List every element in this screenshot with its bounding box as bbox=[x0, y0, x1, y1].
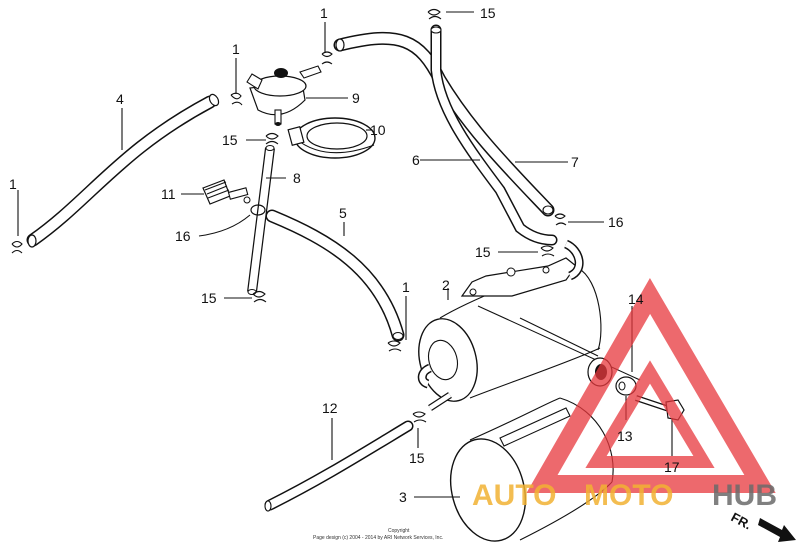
canister-part-2 bbox=[417, 239, 641, 411]
callout-16-right: 16 bbox=[608, 214, 624, 230]
copyright: Copyright Page design (c) 2004 - 2014 by… bbox=[313, 528, 443, 541]
clip-16-left bbox=[250, 204, 266, 216]
hose-part-6-7 bbox=[333, 24, 558, 246]
callout-6: 6 bbox=[412, 152, 420, 168]
clip-1-top bbox=[321, 51, 333, 65]
valve-part-9 bbox=[246, 65, 322, 126]
callout-12: 12 bbox=[322, 400, 338, 416]
callout-17: 17 bbox=[664, 459, 680, 475]
watermark-logo bbox=[526, 278, 776, 493]
callout-15-lower: 15 bbox=[201, 290, 217, 306]
clip-15-lower bbox=[252, 290, 267, 303]
watermark-hub: HUB bbox=[712, 479, 777, 512]
direction-marker: FR. bbox=[729, 509, 796, 542]
callout-8: 8 bbox=[293, 170, 301, 186]
hose-part-8 bbox=[247, 145, 275, 295]
callout-1-mid: 1 bbox=[402, 279, 410, 295]
callout-2: 2 bbox=[442, 277, 450, 293]
watermark-auto: AUTO bbox=[472, 479, 556, 512]
clip-1-top-left bbox=[230, 92, 243, 106]
watermark-moto: MOTO bbox=[584, 479, 673, 512]
callout-13: 13 bbox=[617, 428, 633, 444]
callout-5: 5 bbox=[339, 205, 347, 221]
clip-16-right bbox=[554, 213, 567, 226]
callout-15-left: 15 bbox=[222, 132, 238, 148]
hose-part-12 bbox=[264, 420, 414, 512]
fr-label: FR. bbox=[729, 509, 755, 532]
band-part-10 bbox=[287, 117, 376, 159]
clip-15-top bbox=[427, 8, 442, 20]
hose-part-5 bbox=[265, 209, 405, 342]
clip-15-right bbox=[540, 245, 555, 257]
fr-arrow-icon bbox=[758, 518, 796, 542]
callout-4: 4 bbox=[116, 91, 124, 107]
clip-15-left bbox=[265, 132, 279, 145]
clip-1-mid bbox=[387, 340, 402, 352]
leader-lines bbox=[17, 11, 673, 498]
hose-part-4 bbox=[26, 93, 220, 248]
clip-15-lower-right bbox=[412, 411, 427, 423]
callout-labels: 1 1 1 1 2 3 4 5 6 7 8 9 10 11 12 13 14 1… bbox=[9, 5, 680, 505]
callout-15-right: 15 bbox=[475, 244, 491, 260]
callout-1-left: 1 bbox=[9, 176, 17, 192]
callout-14: 14 bbox=[628, 291, 644, 307]
callout-9: 9 bbox=[352, 90, 360, 106]
fitting-part-11 bbox=[202, 179, 251, 205]
callout-1-upper: 1 bbox=[232, 41, 240, 57]
callout-15-top: 15 bbox=[480, 5, 496, 21]
callout-10: 10 bbox=[370, 122, 386, 138]
callout-11: 11 bbox=[161, 186, 176, 202]
copyright-line-1: Copyright bbox=[388, 528, 410, 534]
callout-7: 7 bbox=[571, 154, 579, 170]
copyright-line-2: Page design (c) 2004 - 2014 by ARI Netwo… bbox=[313, 535, 443, 541]
callout-16-left: 16 bbox=[175, 228, 191, 244]
clip-1-left bbox=[11, 240, 23, 254]
callout-1-top: 1 bbox=[320, 5, 328, 21]
watermark-text: AUTO MOTO HUB bbox=[472, 479, 777, 512]
callout-15-lower-right: 15 bbox=[409, 450, 425, 466]
collar-part-13 bbox=[615, 376, 637, 396]
callout-3: 3 bbox=[399, 489, 407, 505]
